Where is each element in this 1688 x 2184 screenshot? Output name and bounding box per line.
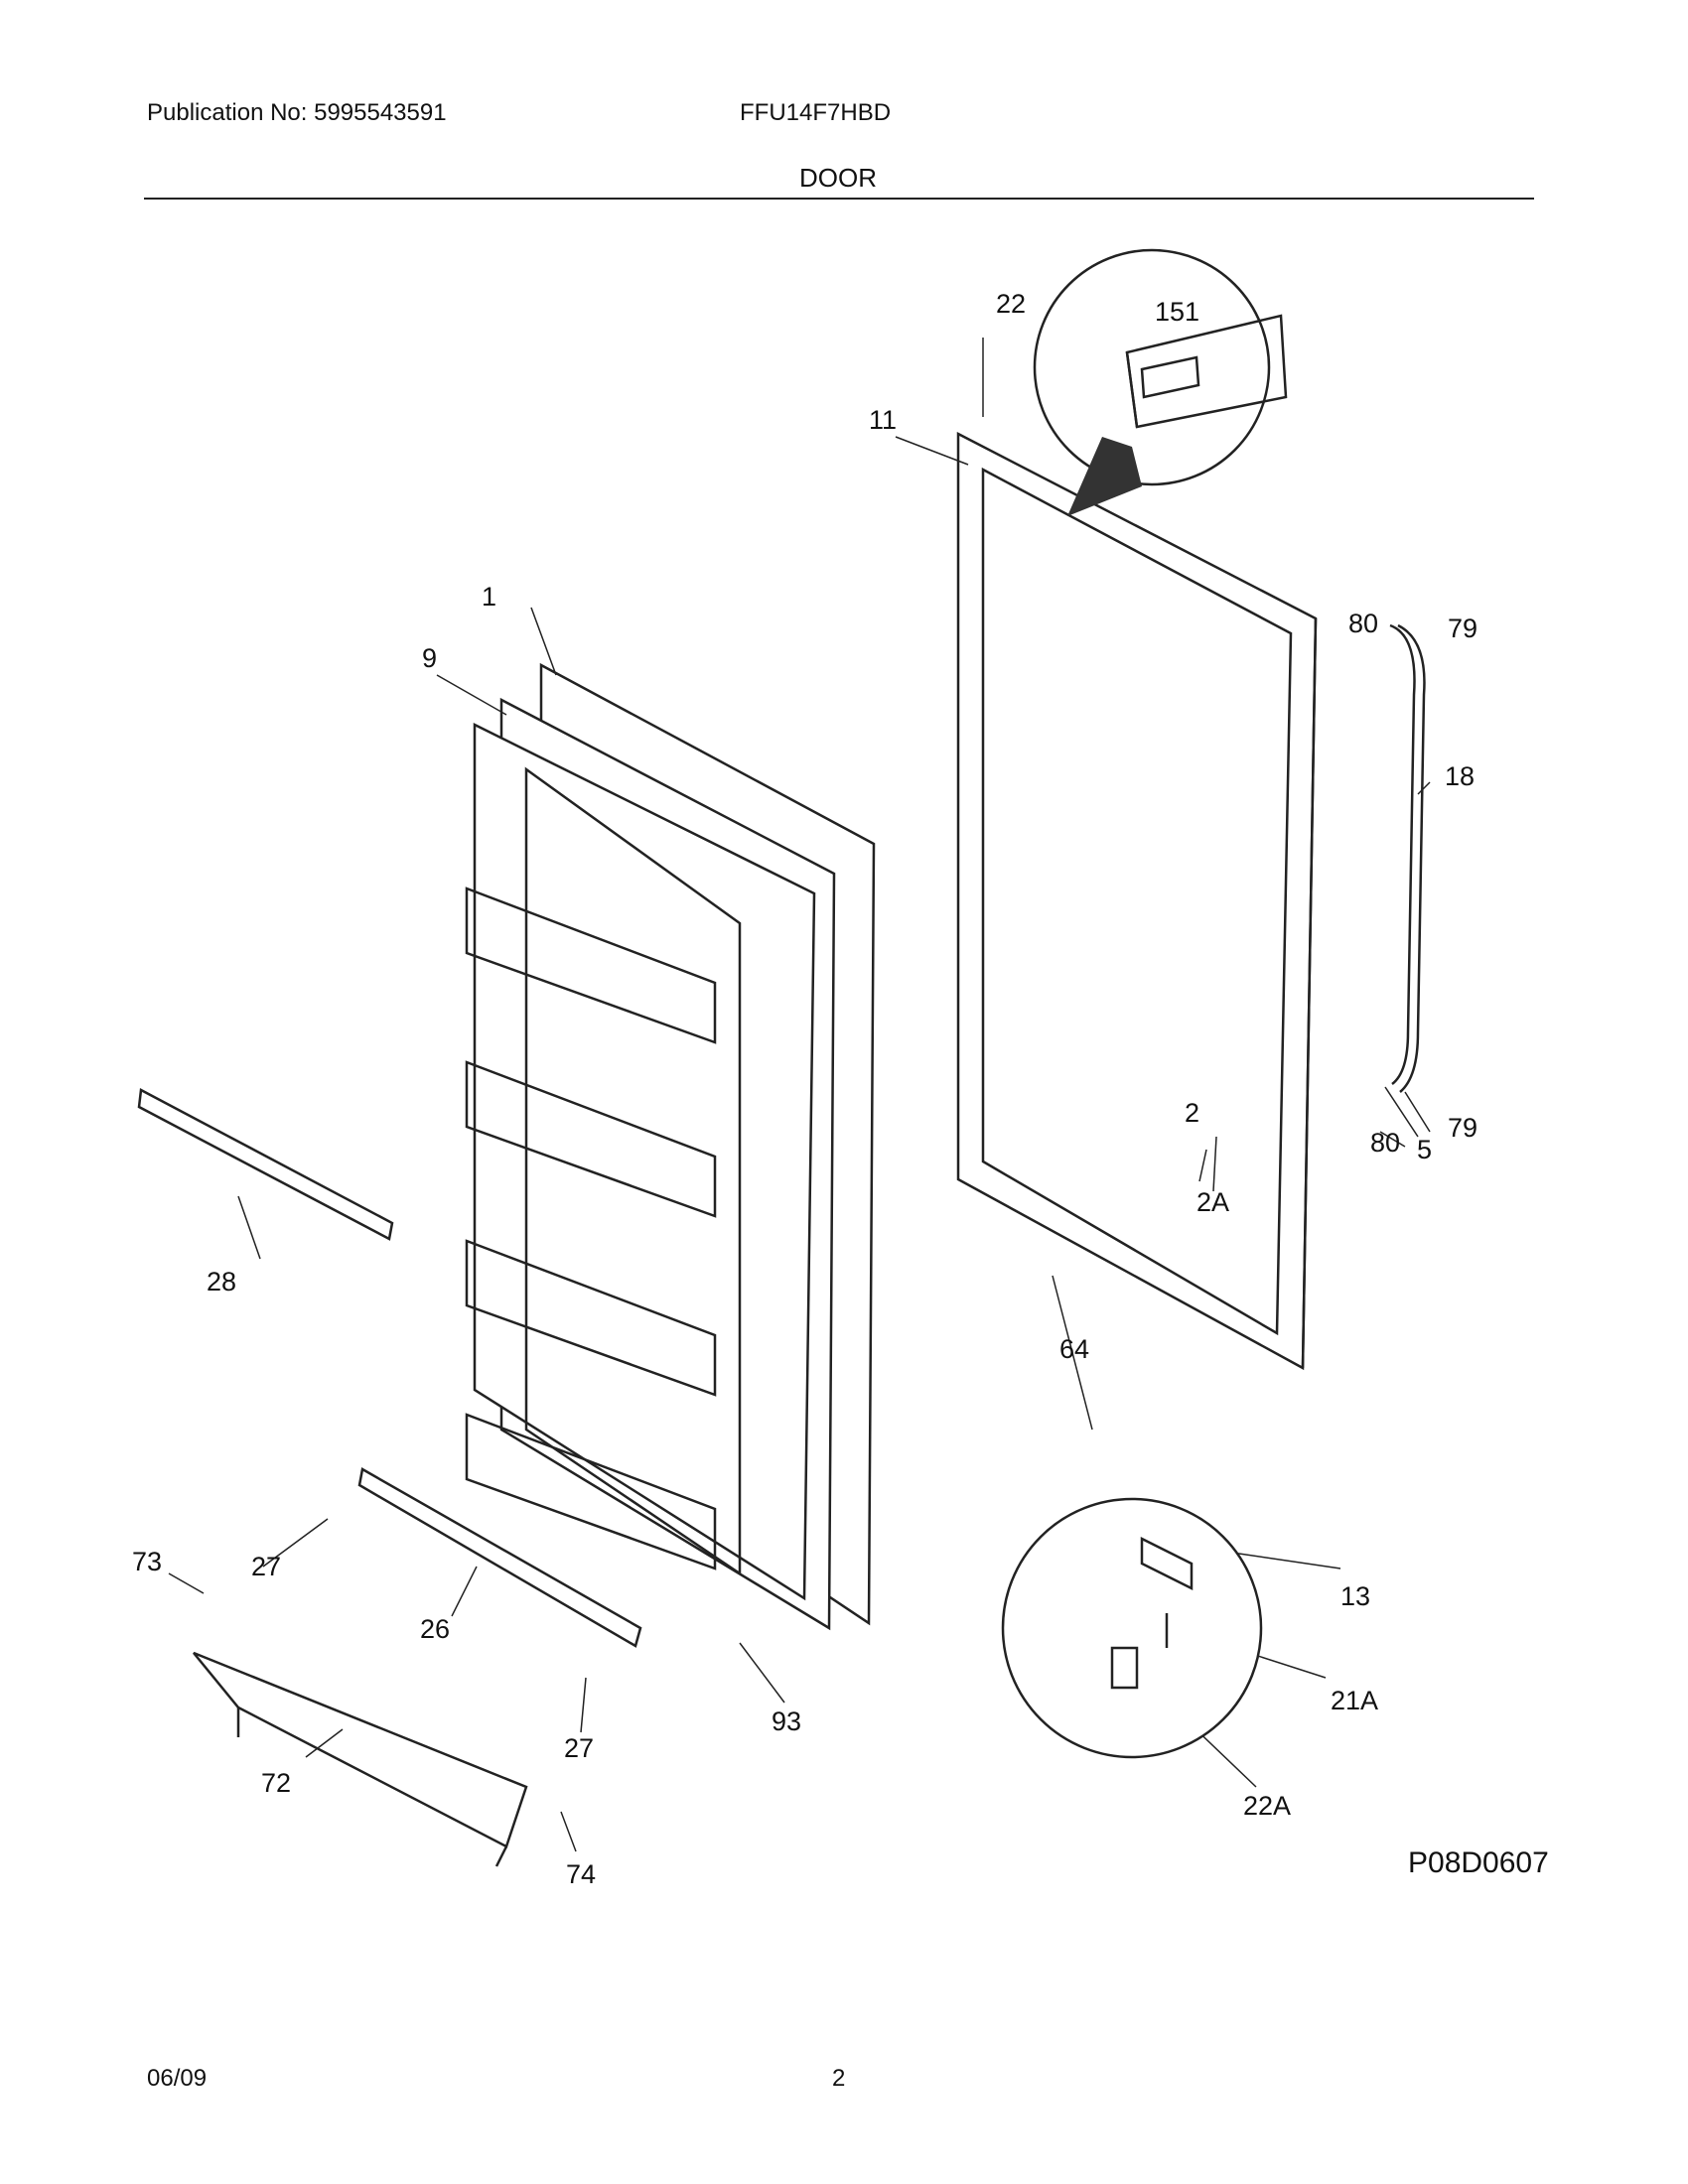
door-bin-72 — [193, 1651, 528, 1867]
hinge-inset — [1001, 1497, 1263, 1759]
shelf-bar-26 — [357, 1467, 642, 1648]
header-divider — [144, 198, 1534, 200]
callout-27-left: 27 — [251, 1552, 281, 1581]
callout-93: 93 — [772, 1706, 801, 1736]
callout-1: 1 — [482, 582, 496, 612]
door-handle — [1389, 623, 1426, 1093]
callout-79-top: 79 — [1448, 614, 1477, 643]
callout-72: 72 — [261, 1768, 291, 1798]
footer-date: 06/09 — [147, 2065, 208, 2092]
callout-74: 74 — [566, 1859, 596, 1889]
callout-2: 2 — [1185, 1098, 1199, 1128]
publication-number: Publication No: 5995543591 — [147, 99, 447, 126]
callout-22A: 22A — [1243, 1791, 1291, 1821]
callout-28: 28 — [207, 1267, 236, 1297]
section-title: DOOR — [799, 163, 877, 193]
inner-door-liner — [473, 662, 876, 1631]
door-shelves — [465, 887, 717, 1570]
callout-9: 9 — [422, 643, 437, 673]
callout-73: 73 — [132, 1547, 162, 1576]
shelf-bar-28 — [137, 1088, 394, 1241]
callout-21A: 21A — [1331, 1686, 1378, 1715]
callout-22: 22 — [996, 289, 1026, 319]
callout-80-top: 80 — [1348, 609, 1378, 638]
page-number: 2 — [832, 2065, 846, 2092]
callout-2A: 2A — [1196, 1187, 1229, 1217]
callout-27-right: 27 — [564, 1733, 594, 1763]
callout-80-bottom: 80 — [1370, 1128, 1400, 1158]
outer-door-panel — [956, 431, 1318, 1371]
model-number: FFU14F7HBD — [740, 99, 892, 126]
diagram-code: P08D0607 — [1408, 1846, 1549, 1879]
callout-79-bottom: 79 — [1448, 1113, 1477, 1143]
callout-26: 26 — [420, 1614, 450, 1644]
callout-18: 18 — [1445, 761, 1475, 791]
callout-13: 13 — [1340, 1581, 1370, 1611]
control-panel-inset — [1033, 248, 1288, 516]
callout-151: 151 — [1155, 297, 1199, 327]
callout-11: 11 — [869, 405, 897, 435]
callout-64: 64 — [1059, 1334, 1089, 1364]
callout-5: 5 — [1417, 1135, 1432, 1164]
